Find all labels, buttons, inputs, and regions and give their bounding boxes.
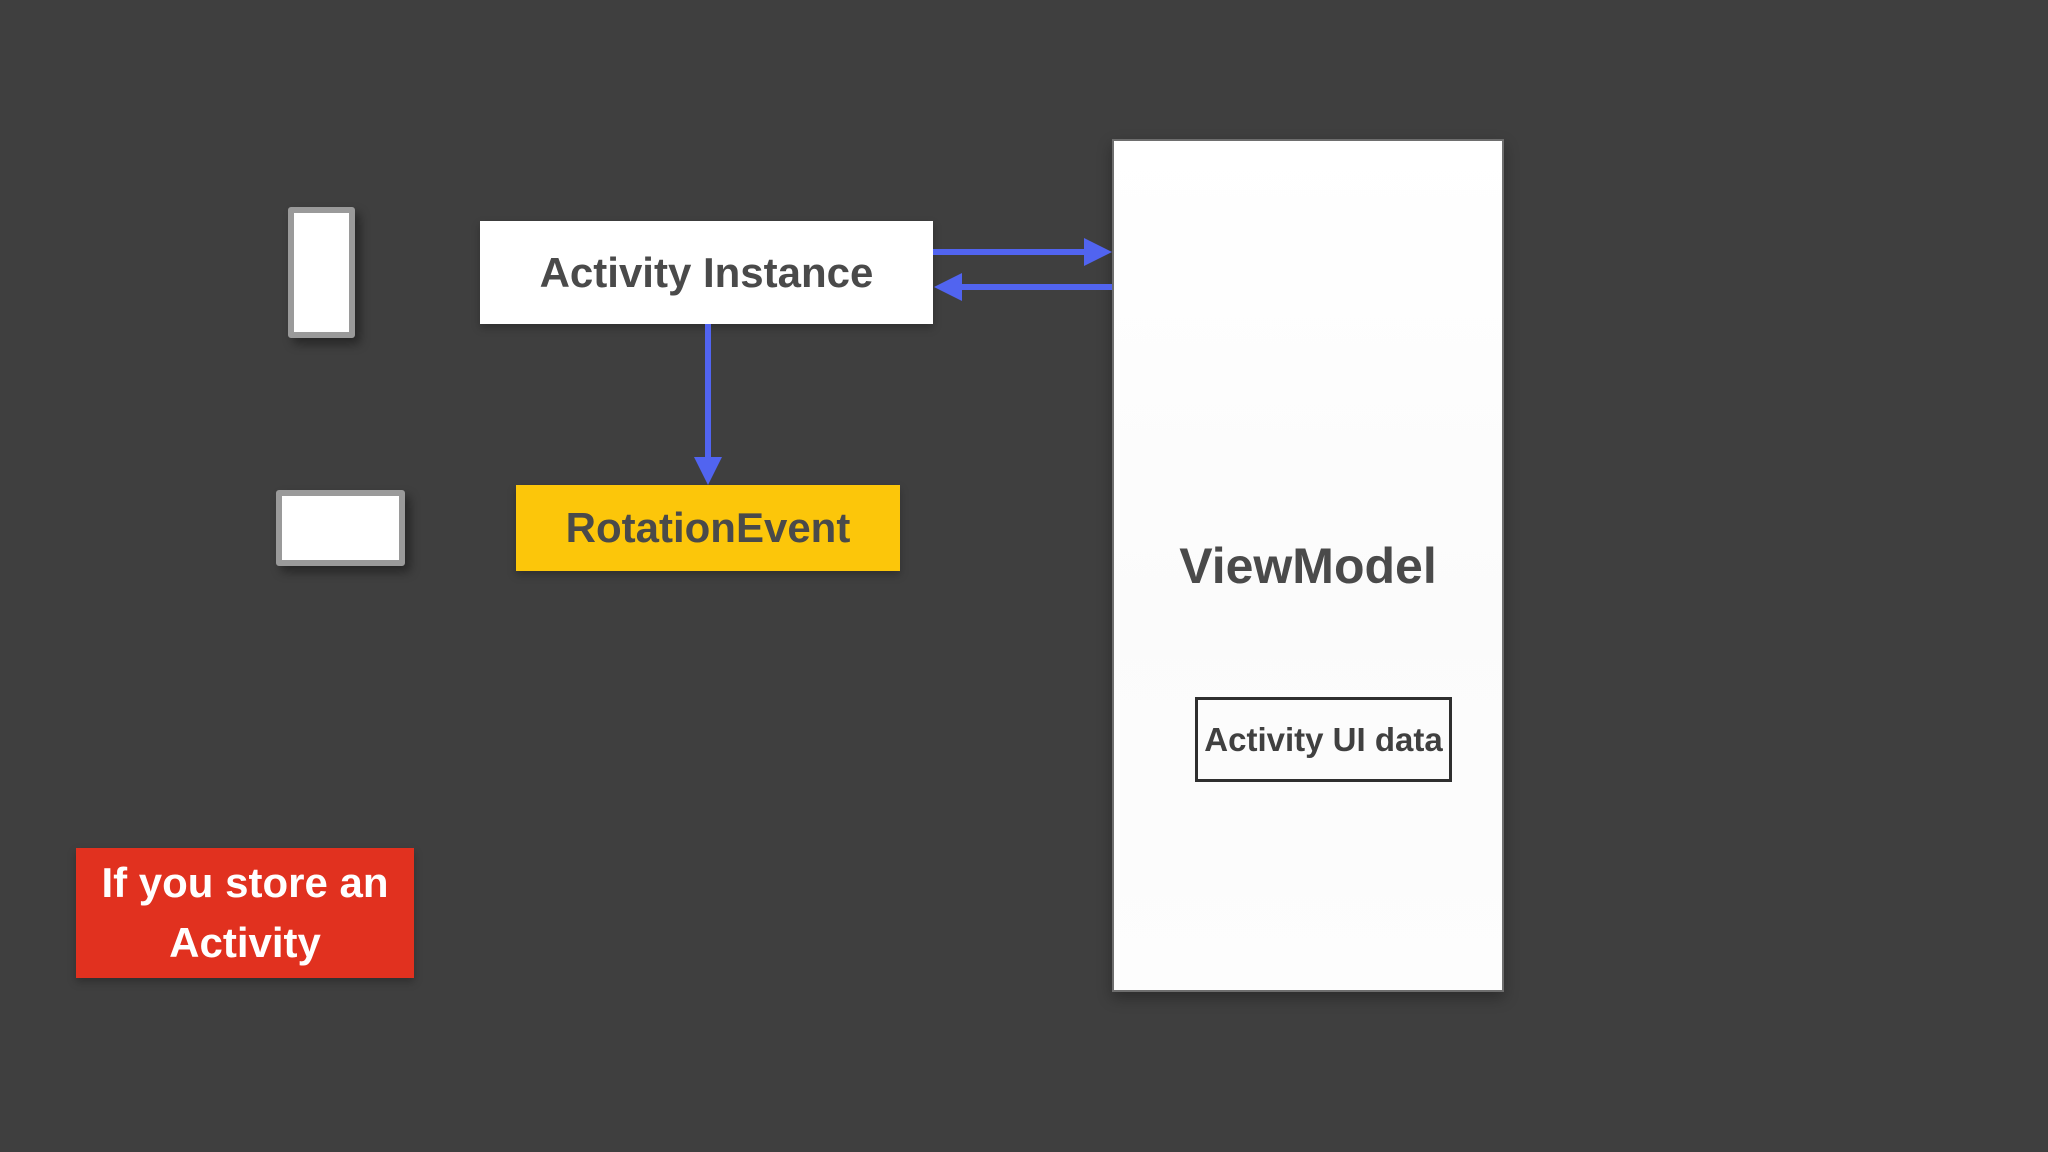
activity-instance-node: Activity Instance bbox=[480, 221, 933, 324]
activity-ui-data-box: Activity UI data bbox=[1195, 697, 1452, 782]
viewmodel-node: ViewModel Activity UI data bbox=[1112, 139, 1504, 992]
warning-banner: If you store an Activity bbox=[76, 848, 414, 978]
phone-landscape-icon bbox=[276, 490, 405, 566]
arrow-head bbox=[934, 273, 962, 301]
arrow-head bbox=[1084, 238, 1112, 266]
rotation-event-label: RotationEvent bbox=[565, 504, 851, 551]
viewmodel-label: ViewModel bbox=[1179, 537, 1437, 594]
activity-ui-data-label: Activity UI data bbox=[1204, 720, 1443, 758]
arrow-shaft bbox=[705, 324, 711, 457]
phone-portrait-icon bbox=[288, 207, 355, 338]
arrow-shaft bbox=[962, 284, 1112, 290]
rotation-event-node: RotationEvent bbox=[516, 485, 900, 571]
activity-instance-label: Activity Instance bbox=[539, 248, 874, 296]
arrow-head bbox=[694, 457, 722, 485]
warning-label: If you store an Activity bbox=[101, 859, 389, 966]
arrow-shaft bbox=[933, 249, 1085, 255]
